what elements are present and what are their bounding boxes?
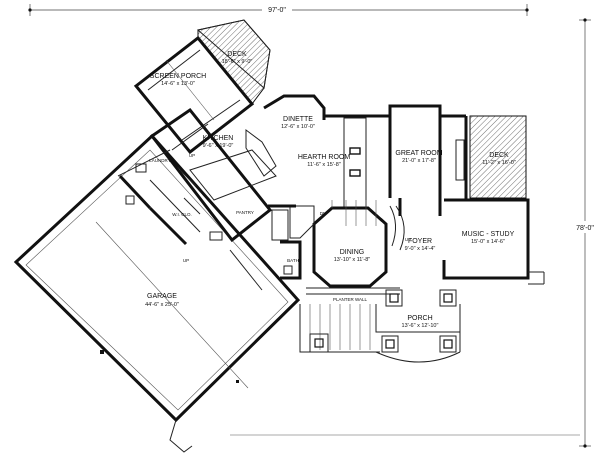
porch-name: PORCH xyxy=(407,315,432,322)
deck-right-hatch xyxy=(469,115,527,199)
dimension-width-label: 97'-0" xyxy=(268,7,286,14)
up-label-garage: UP xyxy=(183,258,189,263)
hearth-room-name: HEARTH ROOM xyxy=(298,154,351,161)
garage-size: 44'-6" x 25'-0" xyxy=(145,302,179,308)
deck-right-size: 11'-2" x 16'-0" xyxy=(482,160,515,166)
bath-label: BATH xyxy=(287,258,299,263)
dinette-size: 12'-6" x 10'-0" xyxy=(281,124,315,130)
up-label-kitchen: UP xyxy=(189,153,195,158)
hearth-room-size: 11'-6" x 15'-8" xyxy=(307,162,340,168)
screen-porch-size: 14'-6" x 13'-0" xyxy=(161,81,195,87)
laundry-label: LAUNDRY xyxy=(149,158,170,163)
porch-size: 13'-6" x 12'-10" xyxy=(402,323,439,329)
foyer-size: 9'-0" x 14'-4" xyxy=(405,246,436,252)
planter-wall-label: PLANTER WALL xyxy=(333,297,368,302)
pantry-label: PANTRY xyxy=(236,210,254,215)
dimension-width: 97'-0" xyxy=(28,4,529,16)
dimension-depth: 78'-0" xyxy=(576,18,594,448)
music-study-size: 15'-0" x 14'-6" xyxy=(471,239,505,245)
kitchen-size: 9'-6" x 19'-0" xyxy=(203,143,234,149)
screen-porch-name: SCREEN PORCH xyxy=(150,73,206,80)
great-room-name: GREAT ROOM xyxy=(395,150,442,157)
wicl-label: W.I. CLO. xyxy=(172,212,192,217)
kitchen-name: KITCHEN xyxy=(203,135,234,142)
kitchen-wing-walls xyxy=(117,107,277,246)
foyer-name: FOYER xyxy=(408,238,432,245)
deck-top-name: DECK xyxy=(227,51,247,58)
garage-name: GARAGE xyxy=(147,293,177,300)
deck-top-hatch xyxy=(196,19,271,105)
garage-walls xyxy=(13,133,301,453)
main-house-walls xyxy=(263,94,545,288)
music-study-name: MUSIC - STUDY xyxy=(462,231,515,238)
planter-and-porch xyxy=(299,287,461,363)
dining-name: DINING xyxy=(340,249,365,256)
up-label-foyer: UP xyxy=(405,237,411,242)
dining-size: 13'-10" x 11'-8" xyxy=(334,257,371,263)
dimension-depth-label: 78'-0" xyxy=(576,225,594,232)
great-room-size: 21'-0" x 17'-8" xyxy=(402,158,436,164)
dinette-name: DINETTE xyxy=(283,116,313,123)
deck-right-name: DECK xyxy=(489,152,509,159)
dn-label: DN xyxy=(320,211,327,216)
deck-top-size: 18'-6" x 9'-0" xyxy=(222,59,253,65)
